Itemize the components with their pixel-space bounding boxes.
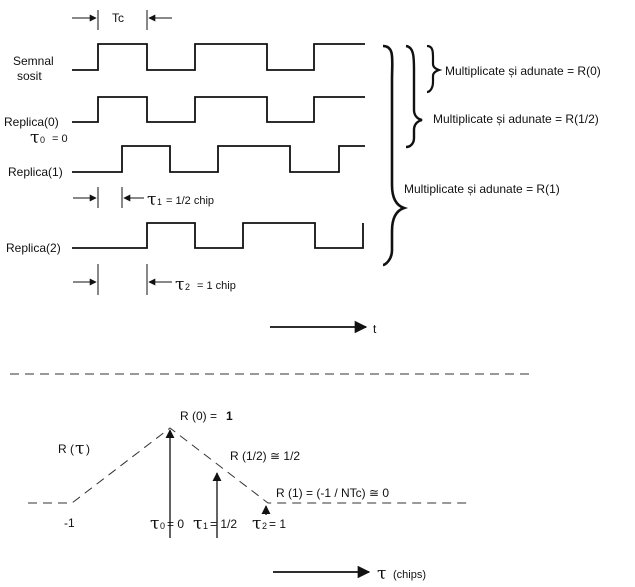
tau1-indicator: τ 1 = 1/2 chip	[73, 187, 214, 210]
svg-text:τ: τ	[75, 439, 84, 459]
replica2-waveform	[72, 222, 364, 249]
r0-result-label: Multiplicate și adunate = R(0)	[445, 64, 601, 78]
svg-text:τ: τ	[150, 514, 159, 534]
tau-axis-label: τ (chips)	[377, 564, 426, 584]
svg-text:τ: τ	[252, 514, 261, 534]
replica1-label: Replica(1)	[8, 165, 63, 179]
replica0-label: Replica(0)	[4, 115, 59, 129]
svg-text:τ: τ	[175, 275, 184, 295]
svg-text:R: R	[58, 442, 67, 456]
svg-text:1: 1	[226, 409, 233, 423]
svg-text:= 1 chip: = 1 chip	[197, 280, 236, 292]
tc-indicator: Tc	[72, 10, 172, 30]
r-tau-label: R ( τ )	[58, 439, 90, 459]
replica2-label: Replica(2)	[6, 241, 61, 255]
minus-one-tick: -1	[64, 516, 75, 530]
svg-text:2: 2	[262, 521, 267, 531]
tc-label: Tc	[112, 11, 124, 25]
svg-text:τ: τ	[30, 128, 39, 148]
r-half-result-label: Multiplicate și adunate = R(1/2)	[433, 112, 599, 126]
svg-text:= 0: = 0	[52, 133, 68, 145]
time-axis-label: t	[373, 322, 377, 336]
svg-text:(: (	[70, 442, 74, 456]
sosit-label: sosit	[17, 69, 42, 83]
svg-text:(chips): (chips)	[393, 569, 426, 581]
svg-text:= 1/2: = 1/2	[210, 517, 237, 531]
brace-r0	[426, 44, 443, 94]
svg-text:1: 1	[203, 521, 208, 531]
tau0-label: τ 0 = 0	[30, 128, 68, 148]
r-half-value-label: R (1/2) ≅ 1/2	[230, 449, 300, 463]
svg-text:R (0) =: R (0) =	[180, 409, 217, 423]
r1-result-label: Multiplicate și adunate = R(1)	[404, 182, 560, 196]
svg-text:= 0: = 0	[167, 517, 184, 531]
svg-text:τ: τ	[193, 514, 202, 534]
tau2-tick: τ 2 = 1	[252, 514, 286, 534]
svg-text:2: 2	[185, 282, 190, 292]
autocorrelation-curve	[28, 427, 467, 504]
replica0-waveform	[72, 96, 365, 123]
tau0-tick: τ 0 = 0	[150, 514, 184, 534]
tau1-tick: τ 1 = 1/2	[193, 514, 237, 534]
svg-text:1: 1	[157, 197, 162, 207]
brace-r-half	[405, 44, 423, 149]
svg-text:= 1/2 chip: = 1/2 chip	[166, 195, 214, 207]
svg-text:0: 0	[40, 135, 45, 145]
svg-text:): )	[86, 442, 90, 456]
r1-value-label: R (1) = (-1 / NTc) ≅ 0	[276, 486, 389, 500]
svg-text:τ: τ	[377, 564, 386, 584]
tau2-indicator: τ 2 = 1 chip	[73, 264, 236, 295]
svg-text:τ: τ	[147, 190, 156, 210]
svg-text:= 1: = 1	[269, 517, 286, 531]
semnal-sosit-waveform	[72, 43, 365, 71]
replica1-waveform	[72, 145, 365, 173]
peak-label: R (0) = 1	[180, 409, 233, 423]
brace-r1	[382, 44, 409, 267]
semnal-label: Semnal	[13, 54, 54, 68]
svg-text:0: 0	[160, 521, 165, 531]
